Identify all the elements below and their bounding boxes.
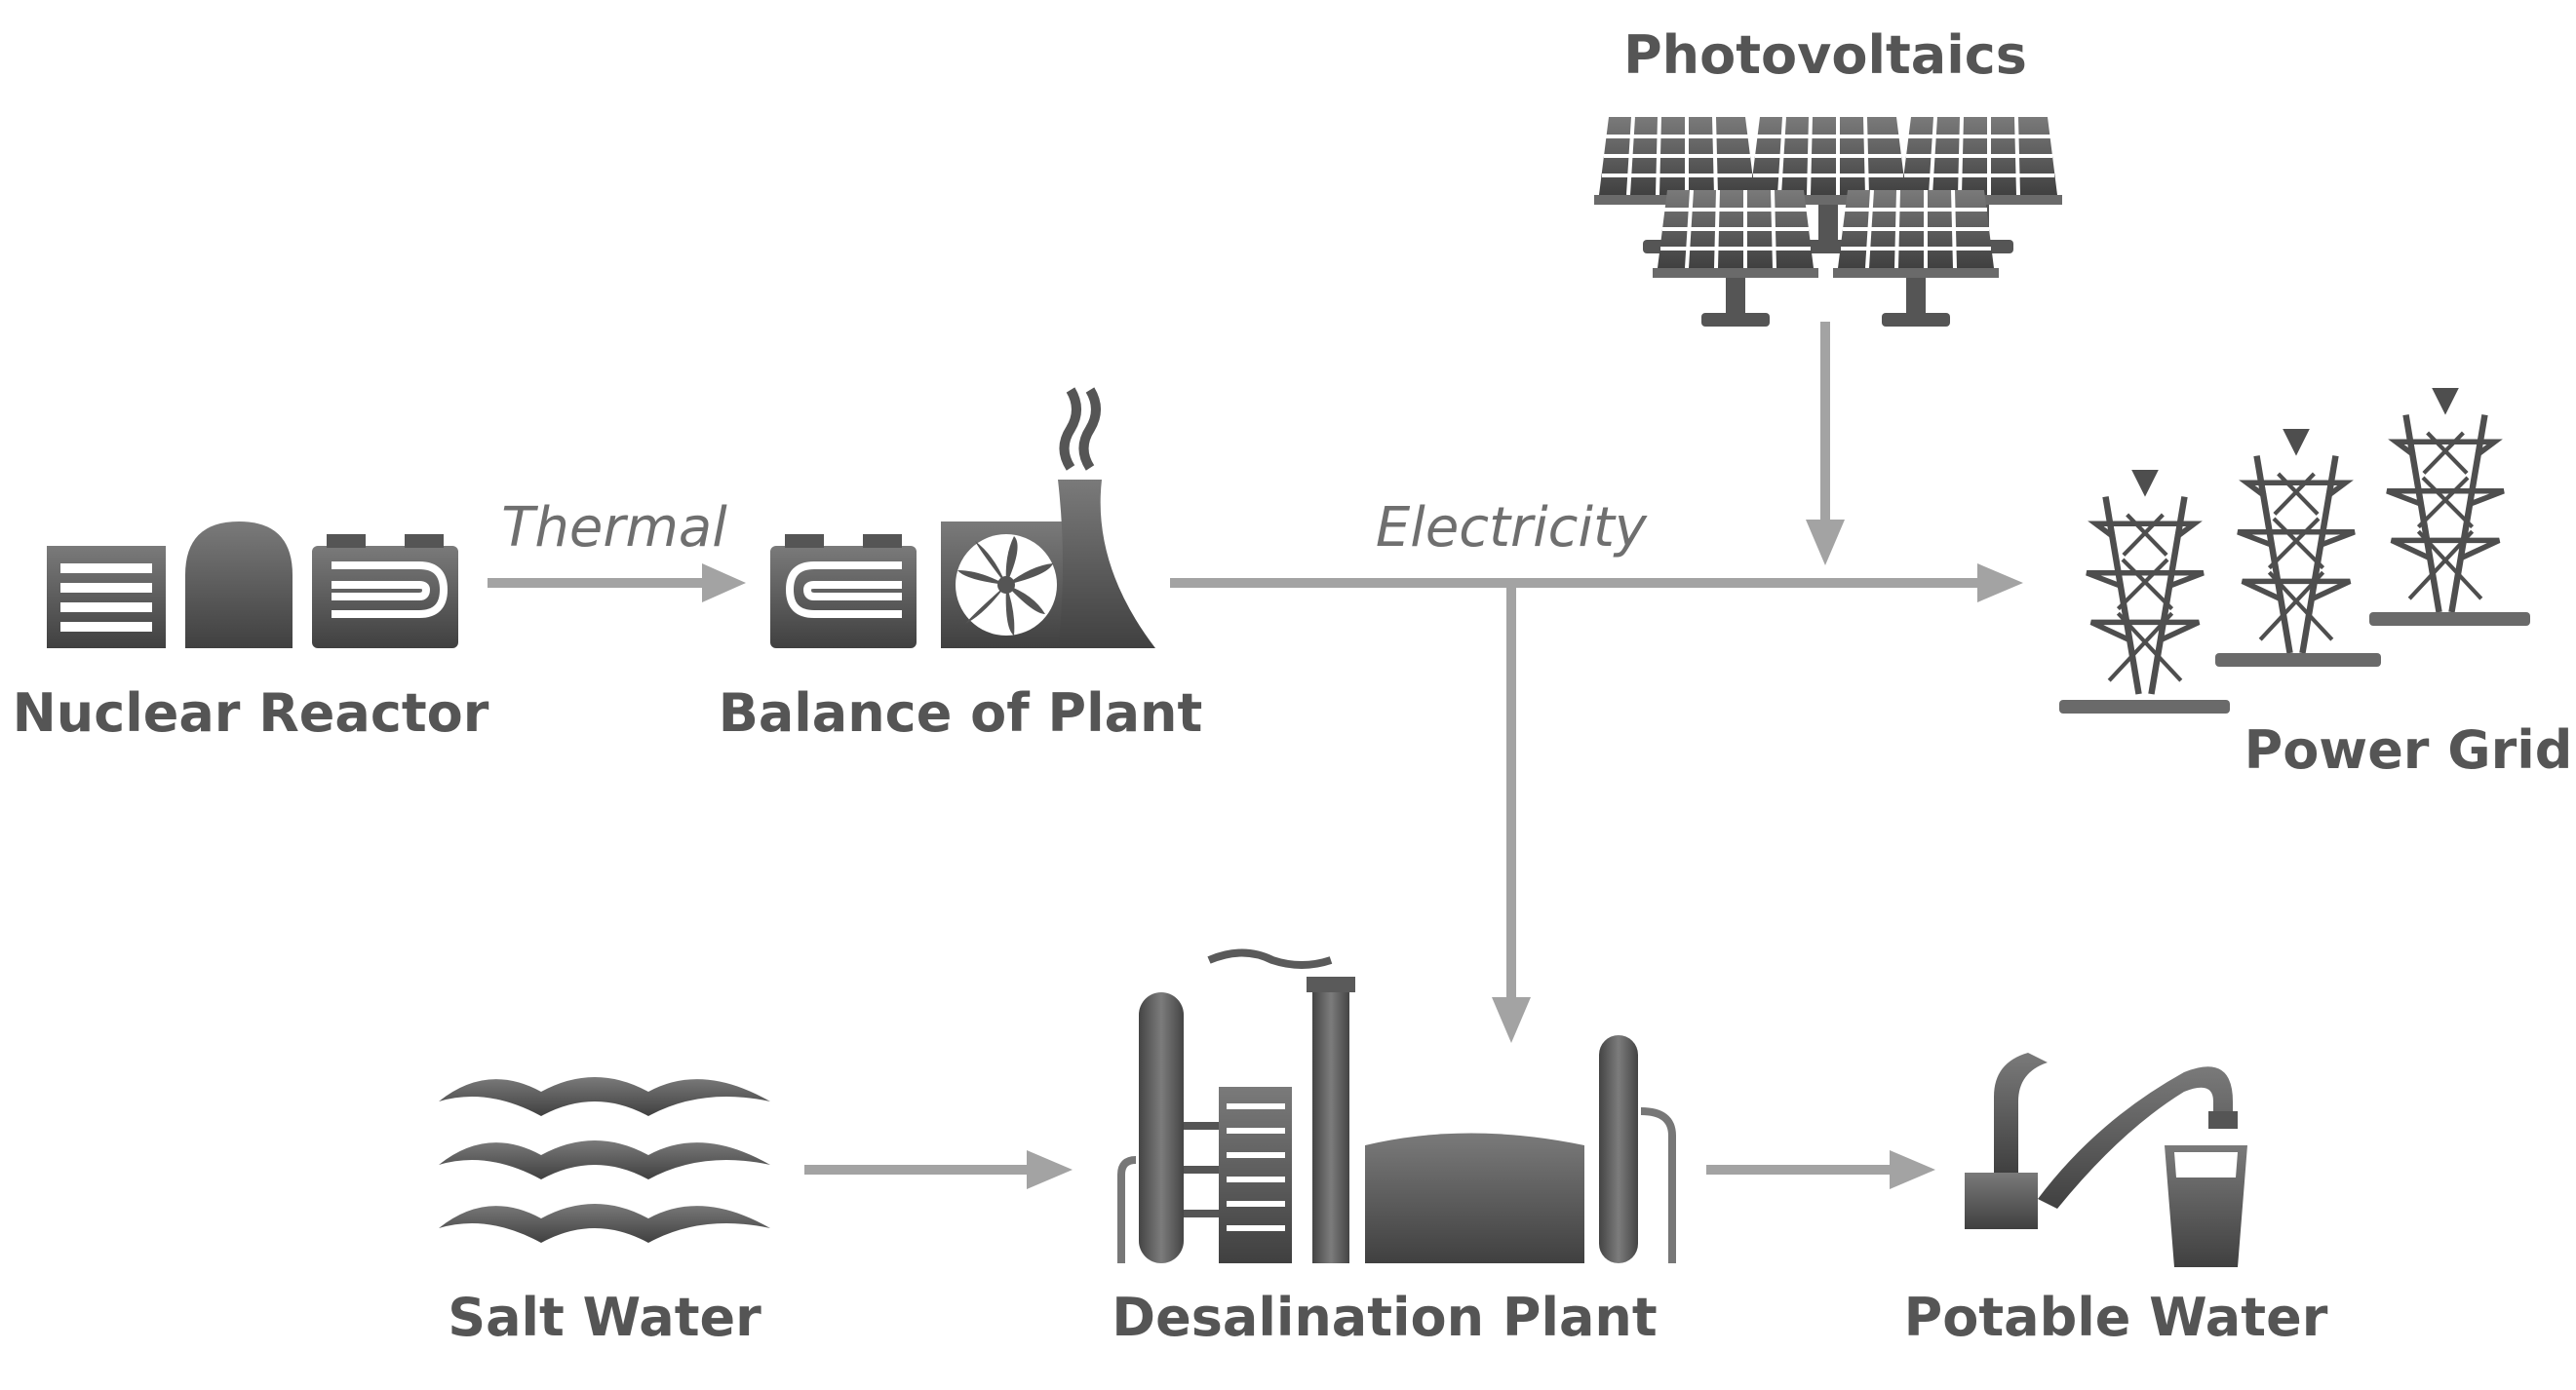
potable-water-label: Potable Water [1904,1287,2328,1348]
thermal-flow-label: Thermal [501,496,727,560]
arrow-potable [1706,1150,1935,1189]
power-grid-icon [2059,388,2530,714]
potable-water-icon [1965,1053,2247,1267]
arrow-photovoltaics-down [1806,322,1845,565]
arrow-electricity-desalination [1492,583,1531,1043]
arrow-saltwater [804,1150,1073,1189]
desalination-plant-icon [1117,948,1676,1263]
balance-of-plant-icon [770,387,1155,648]
desalination-plant-label: Desalination Plant [1112,1287,1657,1348]
balance-of-plant-label: Balance of Plant [719,682,1203,744]
power-grid-label: Power Grid [2244,719,2573,781]
nuclear-reactor-label: Nuclear Reactor [13,682,489,744]
electricity-flow-label: Electricity [1376,496,1648,560]
photovoltaics-icon [1592,115,2064,328]
salt-water-label: Salt Water [448,1287,761,1348]
arrow-electricity-grid [1170,563,2023,602]
salt-water-icon [439,1077,770,1243]
photovoltaics-label: Photovoltaics [1623,24,2027,86]
nuclear-reactor-icon [47,521,458,648]
arrow-thermal [488,563,746,602]
